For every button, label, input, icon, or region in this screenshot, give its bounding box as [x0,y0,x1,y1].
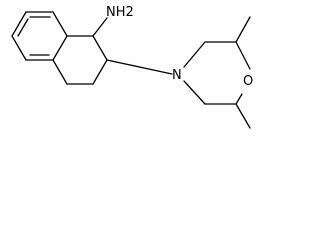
methyl-bond-top [235,16,251,43]
nitrogen-label: N [172,68,182,83]
double-bond-inner [17,18,29,37]
bond [235,93,243,105]
bond [11,11,27,37]
bond [183,41,206,68]
molecule-drawing: NH2 N O [11,5,253,129]
amine-bond [92,17,108,37]
c-n-bond [106,59,173,75]
amine-label: NH2 [106,5,134,20]
cyclohexane-ring [52,35,108,85]
structure-canvas: NH2 N O [11,5,253,129]
bond [11,35,27,61]
bond [235,41,251,70]
bond [52,11,68,37]
bond [52,35,68,61]
oxygen-label: O [243,74,253,89]
bond [92,35,108,61]
methyl-bond-bottom [235,103,251,129]
bond [92,59,108,85]
benzene-ring [11,11,68,61]
bond [52,59,68,85]
morpholine-ring [183,41,251,105]
bond [183,80,206,105]
